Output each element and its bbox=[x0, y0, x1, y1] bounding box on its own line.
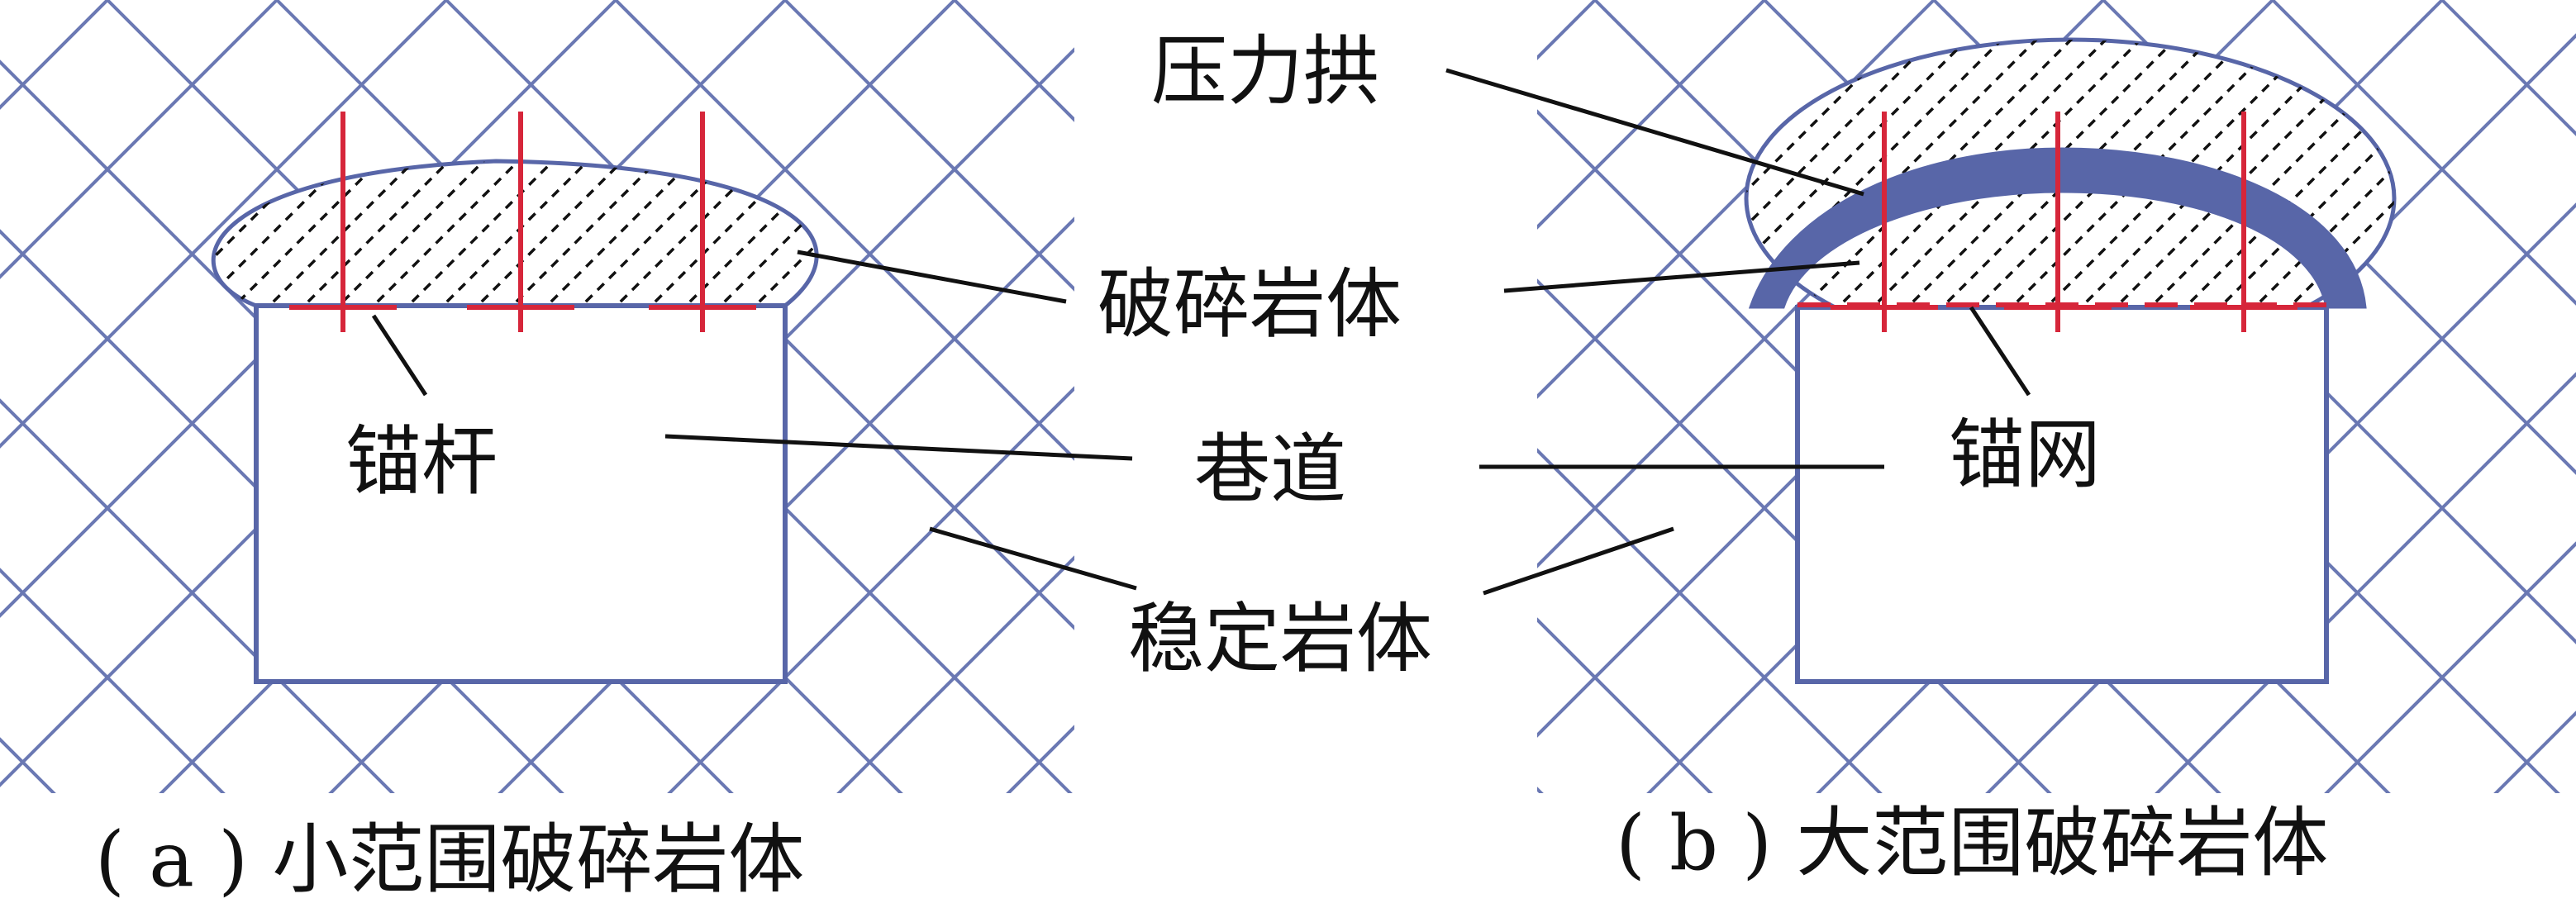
caption-a: ( a ) 小范围破碎岩体 bbox=[95, 815, 804, 904]
roadway-b bbox=[1795, 305, 2329, 684]
bolts-a bbox=[289, 112, 756, 332]
leader-lines bbox=[371, 68, 2031, 596]
caption-b: ( b ) 大范围破碎岩体 bbox=[1616, 799, 2328, 887]
leader-stable-rock-a bbox=[929, 526, 1137, 591]
leader-stable-rock-b bbox=[1483, 526, 1674, 596]
leader-roadway-a bbox=[664, 434, 1133, 461]
bolts-b bbox=[1797, 112, 2326, 332]
label-mesh: 锚网 bbox=[1949, 411, 2101, 499]
leader-mesh bbox=[1969, 306, 2031, 397]
broken-rock-zone-a bbox=[211, 159, 819, 308]
leader-bolt bbox=[371, 314, 428, 397]
leader-broken-rock-b bbox=[1503, 260, 1860, 293]
leader-broken-rock-a bbox=[797, 250, 1067, 304]
label-pressure-arch: 压力拱 bbox=[1151, 27, 1379, 116]
label-stable-rock: 稳定岩体 bbox=[1128, 595, 1432, 683]
pressure-arch bbox=[1748, 147, 2367, 309]
label-roadway: 巷道 bbox=[1194, 425, 1346, 514]
roadway-a bbox=[254, 303, 788, 684]
leader-pressure-arch bbox=[1445, 68, 1864, 197]
label-broken-rock: 破碎岩体 bbox=[1098, 260, 1402, 349]
label-bolt: 锚杆 bbox=[345, 417, 498, 506]
